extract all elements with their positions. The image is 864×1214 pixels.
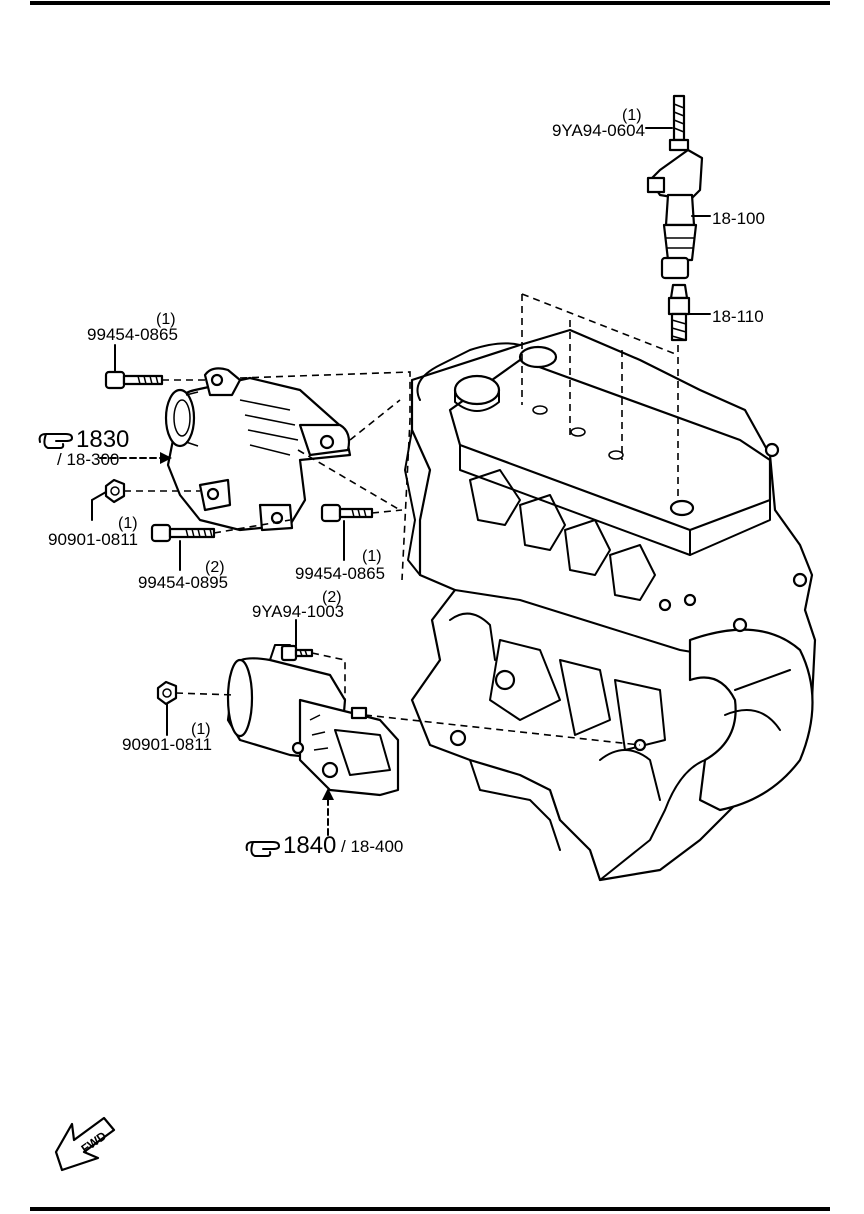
alt-bolt-top-qty: (1) [156, 311, 176, 328]
leader-alt-nut-h [91, 491, 107, 501]
forward-arrow-icon: FWD [54, 1116, 116, 1172]
starter-dashed-lines [175, 652, 641, 746]
plug-ref: 18-110 [712, 307, 764, 326]
bolt-9YA94-1003 [280, 644, 314, 662]
starter-bolt-qty: (2) [322, 589, 342, 606]
alt-ref-arrowhead [160, 452, 172, 464]
bolt-99454-0865-right [320, 503, 374, 523]
coil-ref: 18-100 [712, 209, 765, 228]
ignition-coil [646, 94, 704, 280]
alt-ref-sub: / 18-300 [57, 450, 119, 469]
bolt-99454-0865-top [104, 370, 164, 390]
coil-bolt-qty: (1) [622, 107, 642, 124]
starter-ref-main: 1840 [283, 832, 336, 859]
starter-bolt-pn: 9YA94-1003 [252, 602, 344, 621]
pointing-hand-icon [38, 433, 73, 449]
alt-bolt-lower-pn: 99454-0895 [138, 573, 228, 592]
alternator-dashed-lines [124, 371, 411, 581]
starter-nut-qty: (1) [191, 721, 211, 738]
alt-nut-qty: (1) [118, 515, 138, 532]
alt-ref-main: 1830 [76, 426, 129, 453]
nut-90901-0811-alt [104, 478, 126, 504]
starter-ref-sub: / 18-400 [341, 837, 403, 856]
nut-90901-0811-starter [156, 680, 178, 706]
engine-block [404, 328, 817, 882]
alternator [164, 367, 352, 532]
alt-bolt-right-qty: (1) [362, 548, 382, 565]
starter-ref-arrowhead [322, 788, 334, 800]
bolt-99454-0895 [150, 523, 216, 543]
coil-bolt-pn: 9YA94-0604 [552, 121, 645, 140]
pointing-hand-icon [245, 841, 280, 857]
alt-bolt-right-pn: 99454-0865 [295, 564, 385, 583]
alt-bolt-lower-qty: (2) [205, 559, 225, 576]
spark-plug [667, 283, 691, 342]
starter-motor [226, 644, 400, 797]
starter-nut-pn: 90901-0811 [122, 735, 212, 754]
alt-bolt-top-pn: 99454-0865 [87, 325, 178, 344]
alt-nut-pn: 90901-0811 [48, 530, 138, 549]
